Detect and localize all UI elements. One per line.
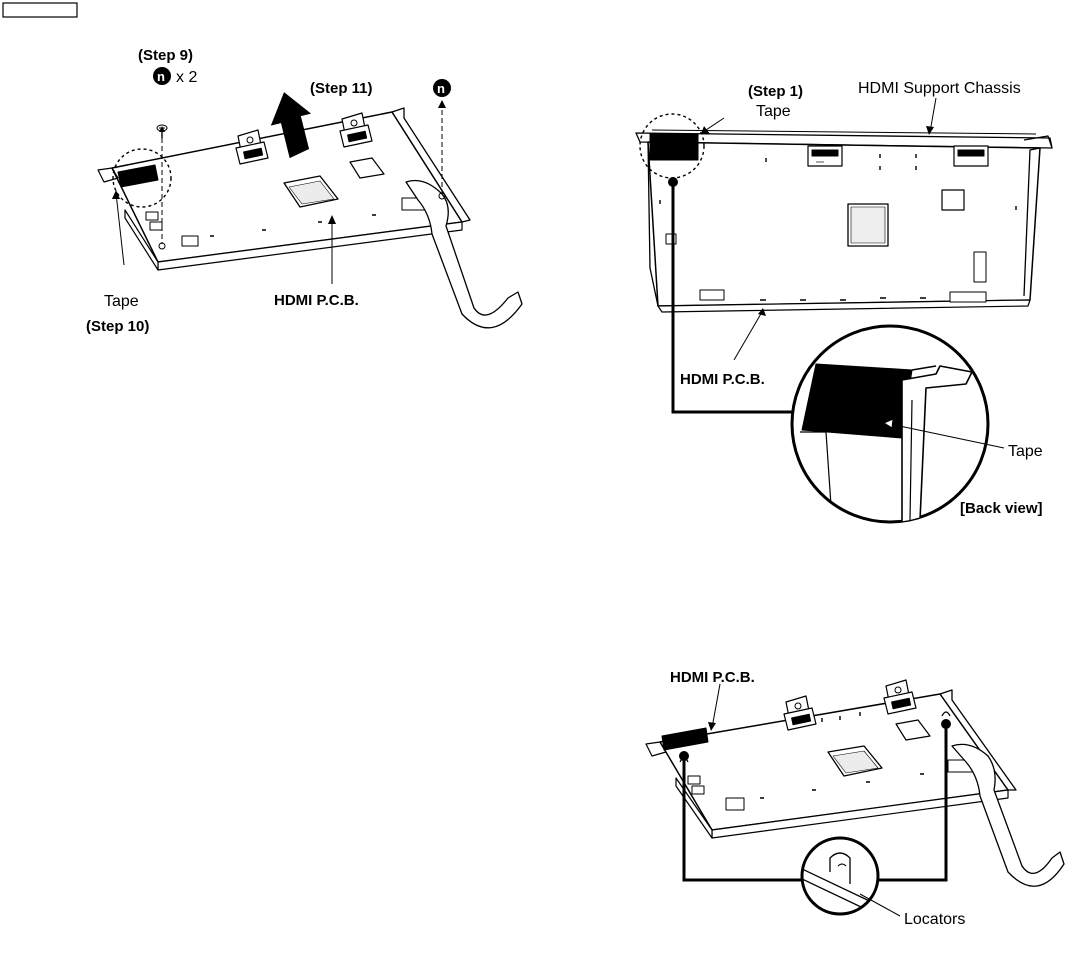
header-box (2, 2, 78, 18)
lift-arrow-icon (270, 92, 312, 159)
tape-label: Tape (104, 293, 139, 310)
hdmi-pcb-label-top-right: HDMI P.C.B. (680, 371, 765, 388)
hdmi-connector-back-2 (953, 145, 989, 167)
svg-text:xxxx: xxxx (816, 159, 824, 164)
hdmi-support-chassis-label: HDMI Support Chassis (858, 80, 1021, 97)
hdmi-connector-1 (235, 129, 269, 165)
tape-label-back: Tape (756, 103, 791, 120)
hdmi-connector-bottom-2 (883, 679, 917, 715)
step1-label: (Step 1) (748, 83, 803, 100)
screw-marker-icon: n (153, 67, 171, 85)
screw-marker-right-letter: n (437, 81, 445, 96)
step11-label: (Step 11) (310, 80, 373, 97)
hdmi-pcb-label-top-left: HDMI P.C.B. (274, 292, 359, 309)
hdmi-pcb-label-bottom: HDMI P.C.B. (670, 669, 755, 686)
tape-highlight-circle (112, 148, 172, 208)
zoom-tape-label: Tape (1008, 443, 1043, 460)
step10-label: (Step 10) (86, 318, 149, 335)
hdmi-connector-back-1: xxxx (807, 145, 843, 167)
step9-label: (Step 9) (138, 47, 193, 64)
screw-marker-letter: n (157, 69, 165, 84)
top-right-back-view-illustration: xxxx (635, 129, 1053, 313)
top-left-pcb-illustration (97, 107, 523, 329)
hdmi-connector-bottom-1 (783, 695, 817, 731)
screw-marker-right-icon: n (433, 79, 451, 97)
locator-zoom-circle (800, 836, 880, 916)
back-view-label: [Back view] (960, 500, 1043, 517)
screw-count-label: x 2 (176, 69, 197, 86)
hdmi-connector-2 (339, 112, 373, 148)
locators-label: Locators (904, 911, 965, 928)
